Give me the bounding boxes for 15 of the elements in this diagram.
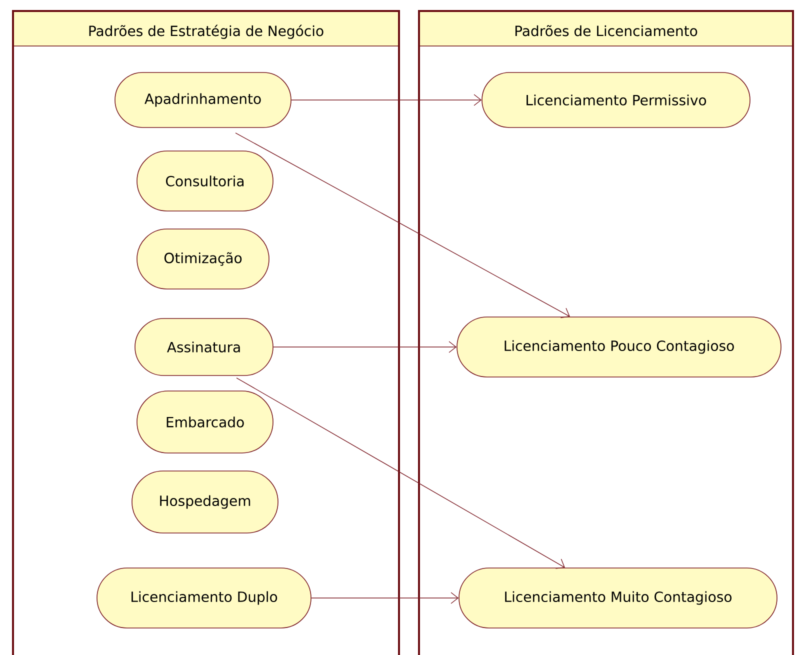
activity-box: Hospedagem	[132, 470, 278, 534]
arrow	[273, 341, 457, 353]
activity-box: Assinatura	[134, 318, 274, 376]
arrow	[311, 592, 459, 604]
arrow	[236, 378, 565, 569]
activity-box: Embarcado	[136, 390, 274, 454]
arrow	[291, 94, 482, 106]
activity-box: Licenciamento Permissivo	[482, 72, 750, 128]
activity-box: Licenciamento Muito Contagioso	[458, 568, 778, 628]
activity-box: Otimização	[136, 228, 270, 290]
activity-box: Licenciamento Duplo	[96, 568, 312, 628]
activity-box: Consultoria	[136, 150, 274, 212]
activity-box: Licenciamento Pouco Contagioso	[456, 316, 782, 378]
arrow	[235, 132, 570, 318]
activity-box: Apadrinhamento	[114, 72, 292, 128]
